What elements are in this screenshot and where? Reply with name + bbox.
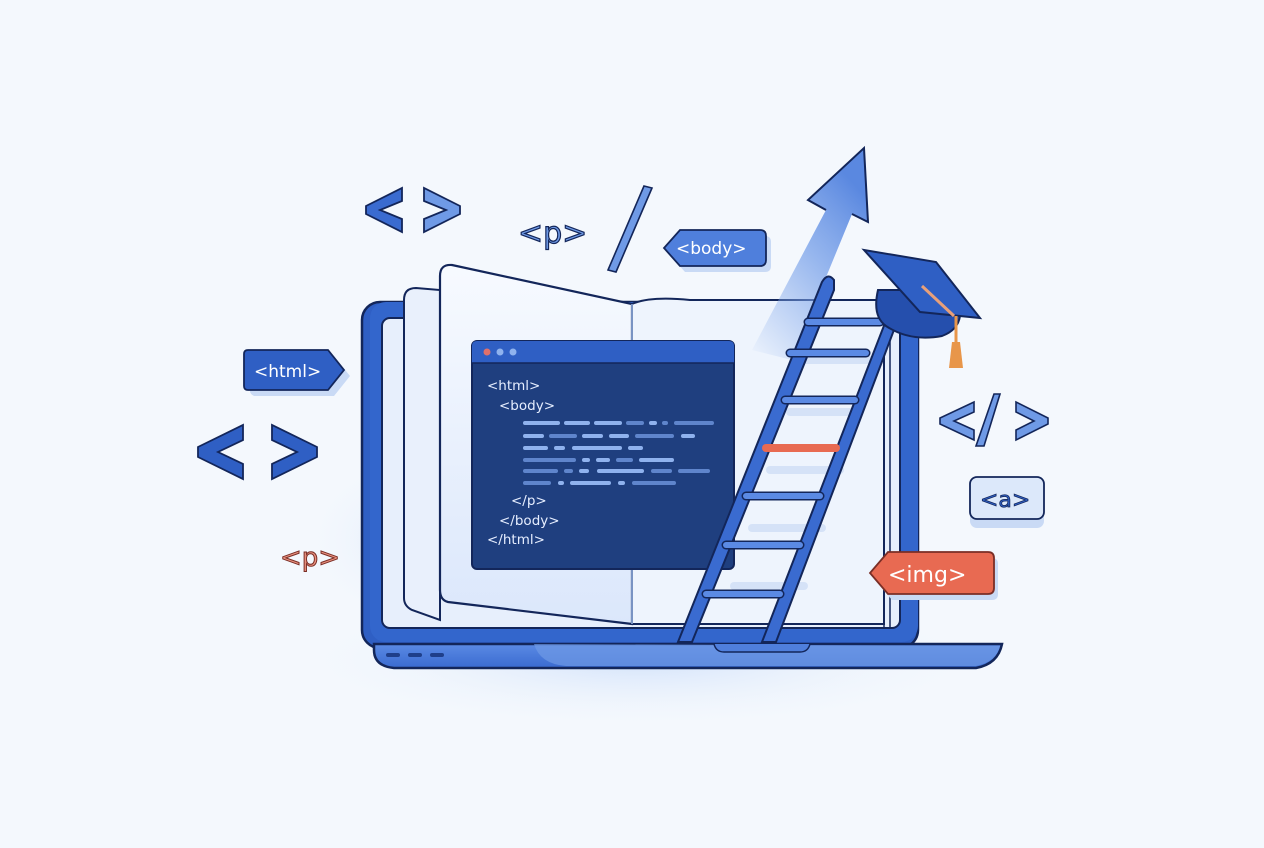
window-min-dot <box>496 348 504 356</box>
a-tag-badge: <a> <box>969 476 1045 528</box>
svg-text:<html>: <html> <box>254 362 321 382</box>
img-tag-badge: <img> <box>868 551 998 600</box>
code-line-body-open: <body> <box>499 398 555 414</box>
code-line-html-close: </html> <box>487 532 545 548</box>
code-line-body-close: </body> <box>499 513 560 529</box>
angle-brackets-top-icon <box>365 186 461 234</box>
p-tag-bottom: <p> <box>280 543 340 573</box>
code-line-p-close: </p> <box>511 493 547 509</box>
slash-icon <box>606 185 654 273</box>
code-line-html-open: <html> <box>487 378 540 394</box>
graduation-cap-icon <box>861 248 983 368</box>
html-tag-badge: <html> <box>243 349 350 396</box>
laptop-indicator-lights <box>386 653 444 657</box>
svg-text:<body>: <body> <box>676 239 747 259</box>
svg-text:<a>: <a> <box>980 488 1030 513</box>
svg-text:<img>: <img> <box>888 563 966 588</box>
code-window: <html> <body> </p> </body> </html> <box>471 340 735 570</box>
angle-brackets-left-icon <box>197 423 318 481</box>
window-max-dot <box>509 348 517 356</box>
ladder-icon <box>676 275 902 643</box>
growth-arrow-icon <box>752 145 870 360</box>
p-tag-top: <p> <box>518 216 587 251</box>
window-close-dot <box>483 348 491 356</box>
closing-tag-icon <box>939 393 1049 447</box>
code-placeholder-lines <box>523 421 714 485</box>
body-tag-badge: <body> <box>662 229 771 272</box>
